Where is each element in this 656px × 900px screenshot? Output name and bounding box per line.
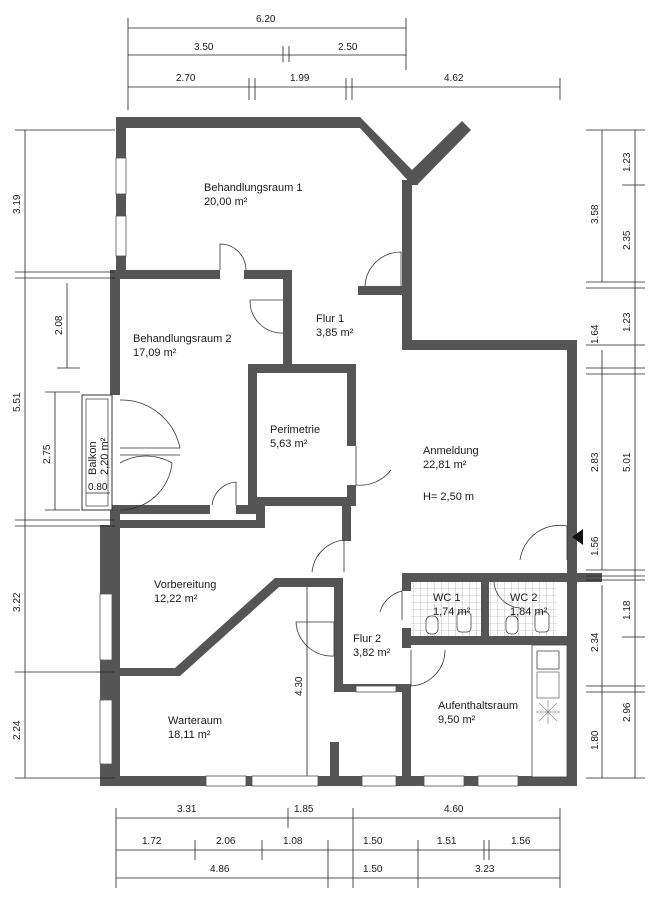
dim-top-1-99: 1.99	[290, 73, 310, 84]
room-area-perimetrie: 5,63 m²	[270, 438, 308, 450]
dim-bottom-3-31: 3.31	[177, 804, 197, 815]
dim-right-1-64: 1.64	[590, 324, 601, 344]
room-name-anmeldung: Anmeldung	[423, 445, 479, 457]
dim-right-1-80: 1.80	[590, 730, 601, 750]
dim-left-2-08: 2.08	[54, 315, 65, 335]
fixtures	[425, 529, 583, 778]
dimension-lines	[15, 18, 645, 888]
room-name-behandlungsraum-2: Behandlungsraum 2	[133, 333, 231, 345]
dim-bottom-1-50-a: 1.50	[363, 836, 383, 847]
dim-right-1-23-a: 1.23	[622, 152, 633, 172]
dim-right-1-56: 1.56	[590, 536, 601, 556]
doors	[119, 243, 568, 687]
room-labels: Behandlungsraum 1 20,00 m² Behandlungsra…	[87, 182, 548, 741]
room-area-balkon: 2,20 m²	[99, 437, 111, 475]
dim-right-3-58: 3.58	[590, 204, 601, 224]
dim-right-1-23-b: 1.23	[622, 312, 633, 332]
dim-bottom-3-23: 3.23	[475, 864, 495, 875]
dim-top-3-50: 3.50	[194, 42, 214, 53]
dim-bottom-1-51: 1.51	[437, 836, 457, 847]
dim-interior-0-80: 0.80	[88, 482, 108, 493]
room-height-anmeldung: H= 2,50 m	[423, 491, 474, 503]
dim-left-5-51: 5.51	[12, 392, 23, 412]
room-area-wc-1: 1,74 m²	[433, 606, 471, 618]
dim-right-2-35: 2.35	[622, 230, 633, 250]
room-area-vorbereitung: 12,22 m²	[154, 593, 198, 605]
room-area-warteraum: 18,11 m²	[168, 729, 211, 741]
room-area-behandlungsraum-1: 20,00 m²	[204, 196, 248, 208]
balkon	[81, 394, 113, 511]
room-name-vorbereitung: Vorbereitung	[154, 579, 216, 591]
dim-bottom-1-72: 1.72	[142, 836, 162, 847]
room-name-balkon: Balkon	[87, 441, 99, 475]
room-name-wc-1: WC 1	[433, 592, 461, 604]
dim-right-5-01: 5.01	[622, 452, 633, 472]
room-area-behandlungsraum-2: 17,09 m²	[133, 347, 177, 359]
dim-top-6-20: 6.20	[256, 14, 276, 25]
entrance-marker-icon	[572, 529, 583, 545]
dim-top-4-62: 4.62	[444, 73, 464, 84]
room-name-flur-2: Flur 2	[353, 633, 381, 645]
dim-left-3-19: 3.19	[12, 194, 23, 214]
dim-right-2-34: 2.34	[590, 632, 601, 652]
dim-top-2-50: 2.50	[338, 42, 358, 53]
dimension-labels: 6.20 3.50 2.50 2.70 1.99 4.62 3.31 1.85 …	[12, 14, 633, 875]
dim-bottom-1-08: 1.08	[283, 836, 303, 847]
room-name-aufenthaltsraum: Aufenthaltsraum	[438, 700, 518, 712]
walls	[100, 117, 602, 786]
room-area-flur-2: 3,82 m²	[353, 647, 391, 659]
room-name-flur-1: Flur 1	[316, 313, 344, 325]
dim-right-2-96: 2.96	[622, 702, 633, 722]
dim-bottom-2-06: 2.06	[216, 836, 236, 847]
dim-right-1-18: 1.18	[622, 600, 633, 620]
room-name-behandlungsraum-1: Behandlungsraum 1	[204, 182, 302, 194]
dim-left-2-24: 2.24	[12, 720, 23, 740]
room-name-perimetrie: Perimetrie	[270, 424, 320, 436]
dim-left-3-22: 3.22	[12, 592, 23, 612]
room-name-wc-2: WC 2	[510, 592, 538, 604]
room-area-aufenthaltsraum: 9,50 m²	[438, 714, 476, 726]
windows	[99, 157, 519, 787]
dim-bottom-4-60: 4.60	[444, 804, 464, 815]
room-name-warteraum: Warteraum	[168, 715, 222, 727]
dim-bottom-1-85: 1.85	[294, 804, 314, 815]
dim-bottom-4-86: 4.86	[210, 864, 230, 875]
dim-bottom-1-50-b: 1.50	[363, 864, 383, 875]
dim-interior-4-30: 4.30	[294, 676, 305, 696]
dim-bottom-1-56: 1.56	[511, 836, 531, 847]
room-area-anmeldung: 22,81 m²	[423, 459, 467, 471]
dim-top-2-70: 2.70	[176, 73, 196, 84]
room-area-flur-1: 3,85 m²	[316, 327, 354, 339]
room-area-wc-2: 1,84 m²	[510, 606, 548, 618]
dim-left-2-75: 2.75	[42, 444, 53, 464]
dim-right-2-83: 2.83	[590, 452, 601, 472]
